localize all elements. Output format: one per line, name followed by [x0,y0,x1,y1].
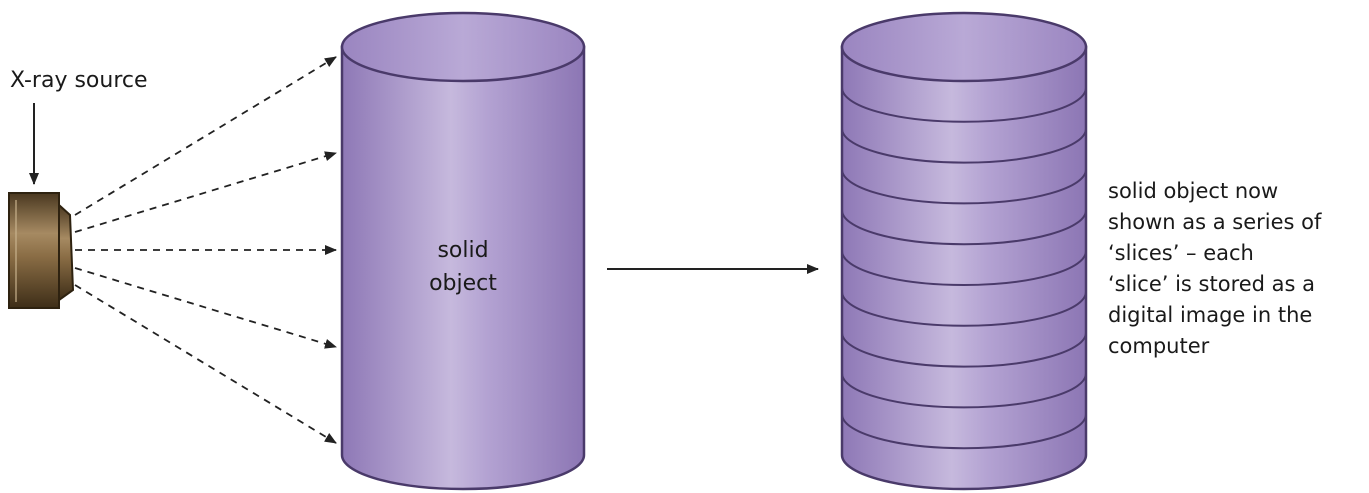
slice-separator [841,210,1087,246]
slice-separator [841,128,1087,164]
xray-beams [74,56,337,444]
caption-line-1: solid object now [1108,179,1278,203]
xray-emitter-icon [8,192,75,309]
xray-beam-5 [74,284,337,444]
solid-object-cylinder [340,11,586,491]
slice-separator [841,332,1087,368]
slice-separator [841,250,1087,286]
solid-object-label-line-2: object [429,271,497,296]
slice-separator [841,373,1087,409]
solid-object-label-line-1: solid [437,238,488,263]
sliced-object-caption: solid object now shown as a series of ‘s… [1108,179,1322,358]
xray-beam-4 [74,267,337,349]
caption-line-5: digital image in the [1108,303,1312,327]
xray-source-label: X-ray source [10,68,148,93]
slice-separator [841,291,1087,327]
caption-line-6: computer [1108,334,1210,358]
slice-separator [841,414,1087,450]
slice-separator [841,169,1087,205]
sliced-object-cylinder [840,11,1088,491]
caption-line-3: ‘slices’ – each [1108,241,1254,265]
slice-separator [841,87,1087,123]
caption-line-4: ‘slice’ is stored as a [1108,272,1315,296]
xray-beam-2 [74,151,337,233]
caption-line-2: shown as a series of [1108,210,1322,234]
